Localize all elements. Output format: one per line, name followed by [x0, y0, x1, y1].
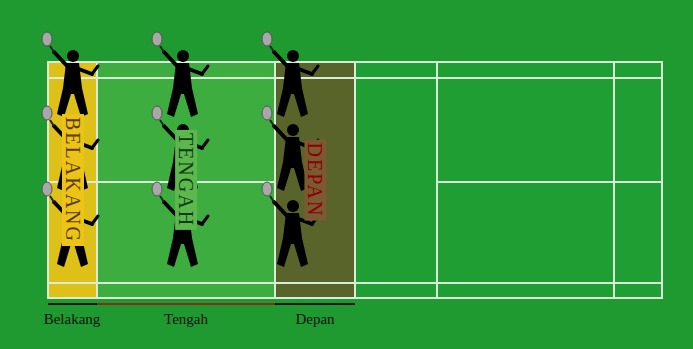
- court-zone: BELAKANG: [48, 62, 97, 298]
- zone-title: BELAKANG: [62, 114, 84, 246]
- zone-caption: Tengah: [164, 311, 208, 328]
- zone-underlines: [48, 303, 355, 305]
- court-zone: DEPAN: [275, 62, 355, 298]
- court-zone: TENGAH: [97, 62, 275, 298]
- zone-caption: Depan: [295, 311, 334, 328]
- court-surface: [48, 62, 662, 298]
- zone-title: TENGAH: [175, 130, 197, 230]
- court-lines: [48, 62, 662, 298]
- zone-title: DEPAN: [304, 140, 326, 221]
- zone-caption: Belakang: [44, 311, 101, 328]
- player-figures: [42, 32, 318, 267]
